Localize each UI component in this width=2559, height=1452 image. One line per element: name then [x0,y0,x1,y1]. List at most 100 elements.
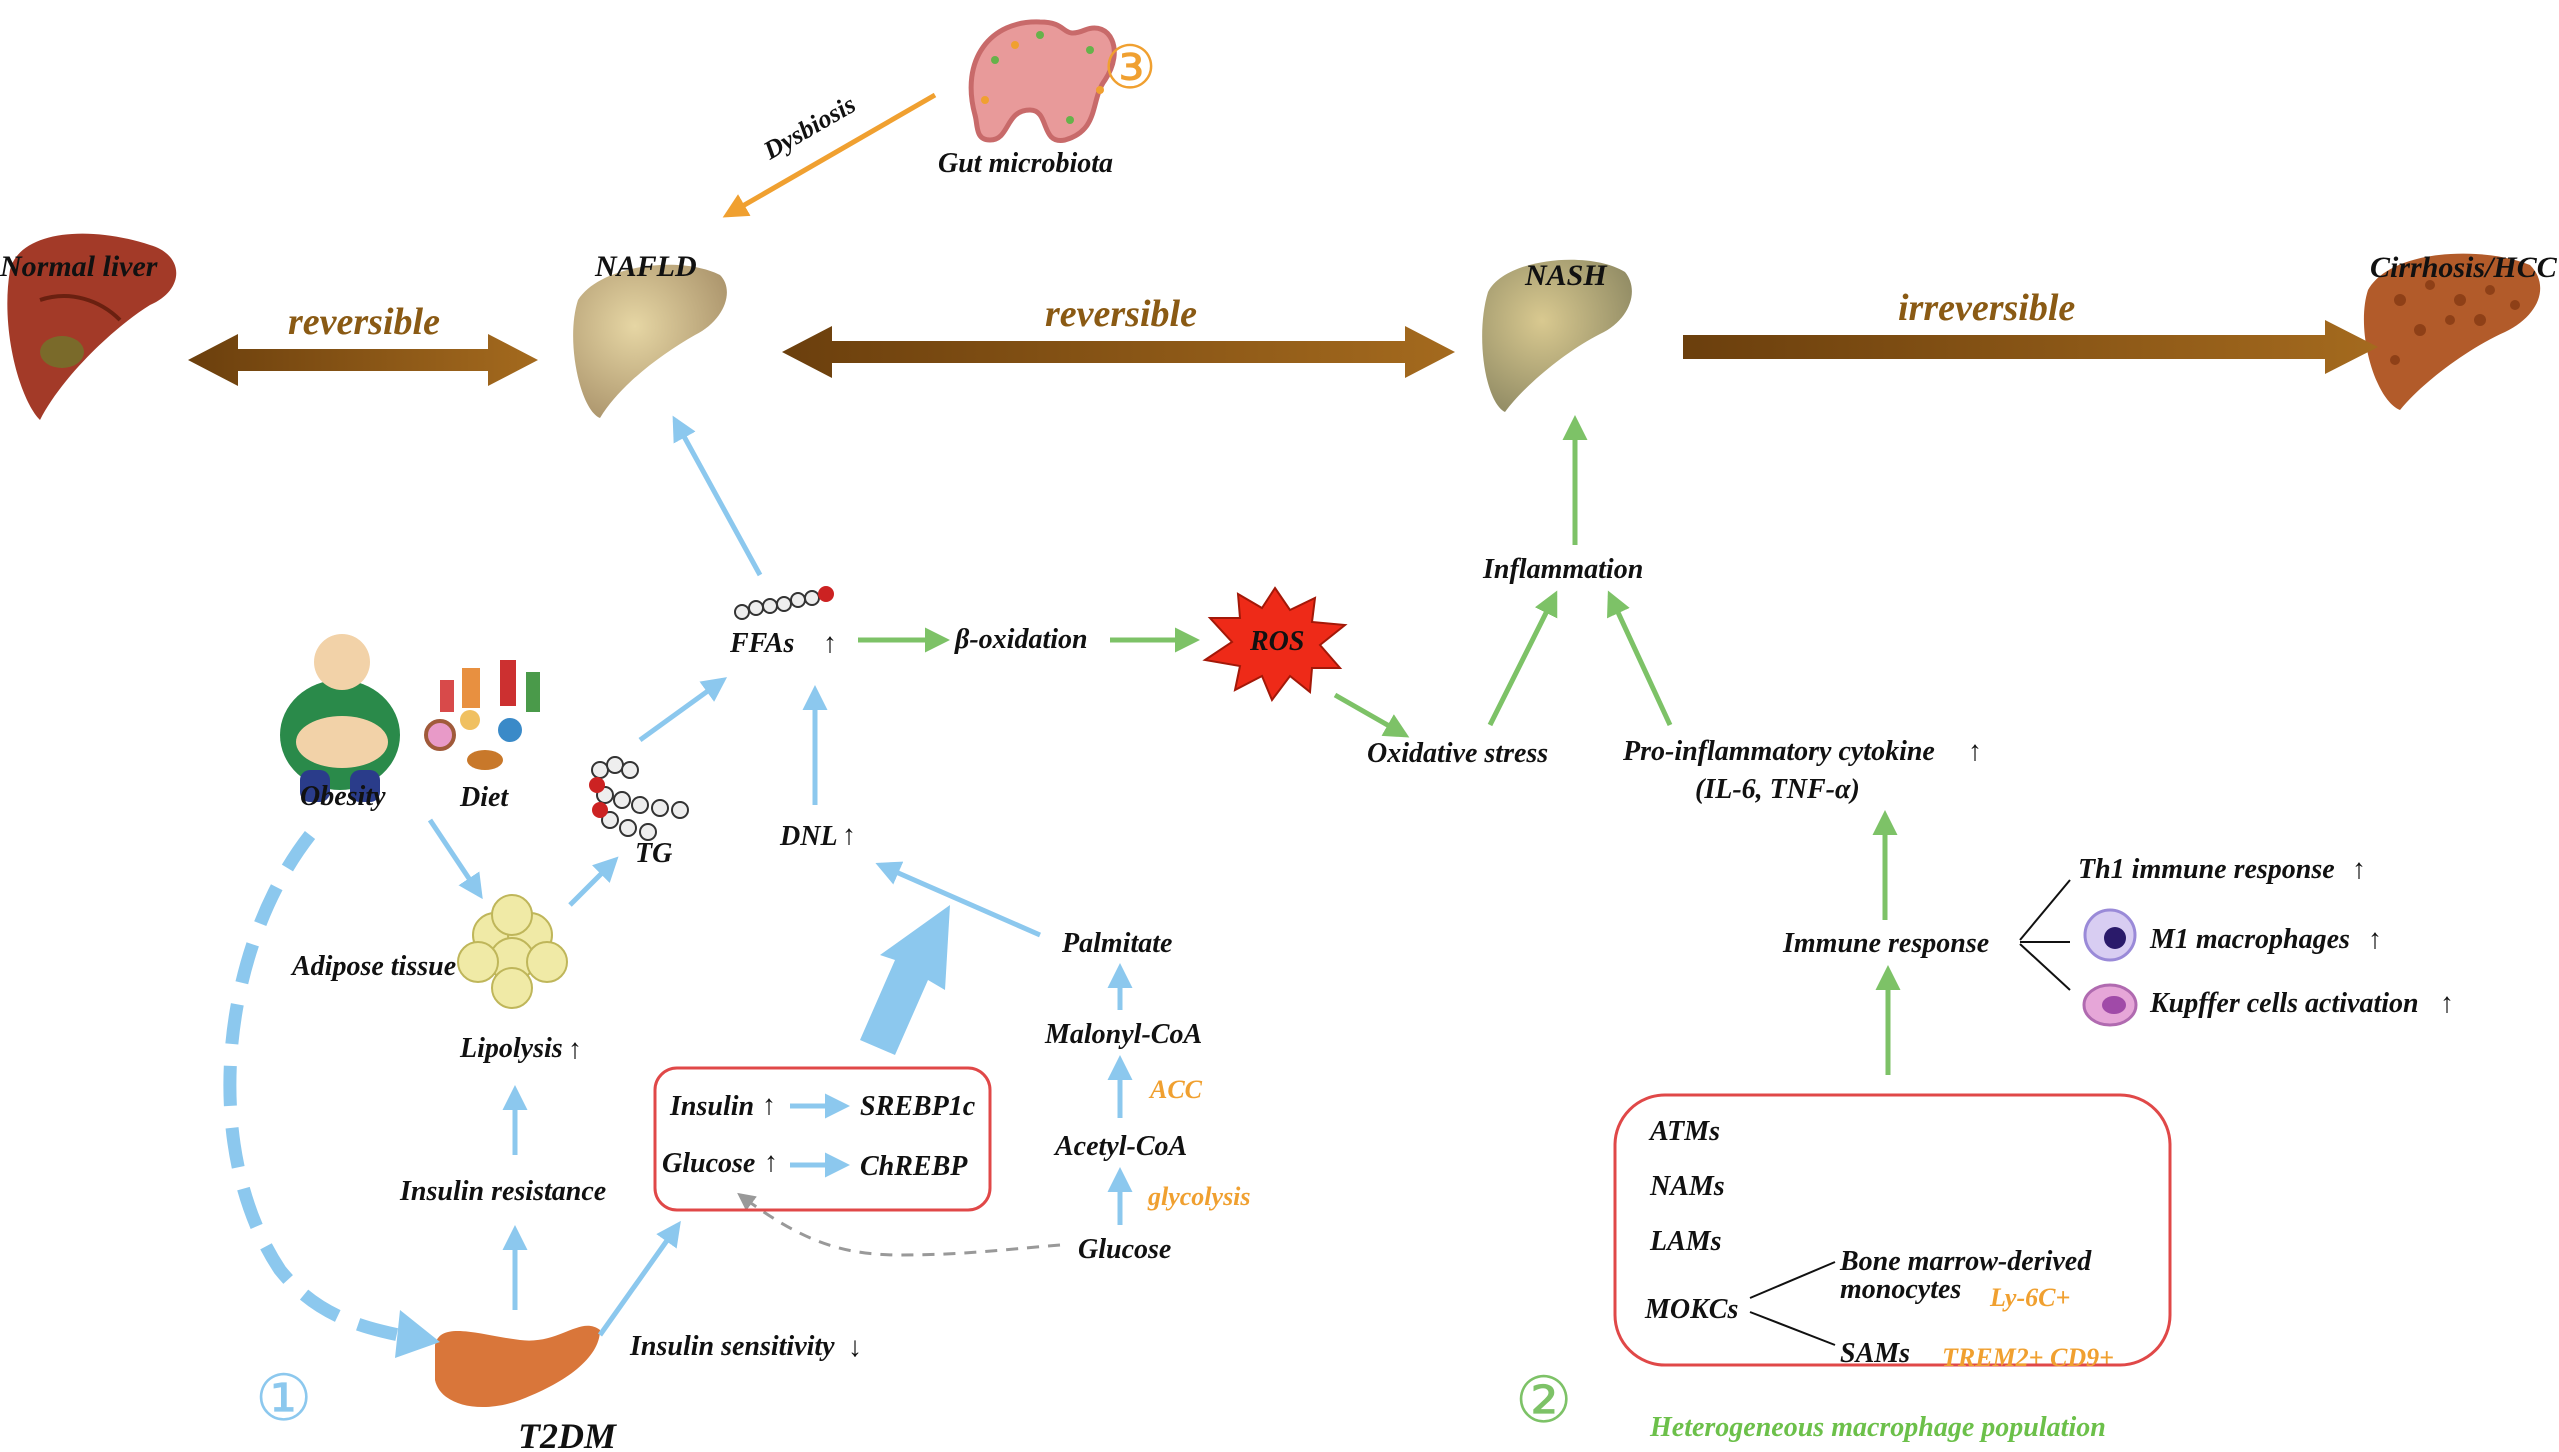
insulin-sensitivity-label: Insulin sensitivity [629,1331,835,1362]
reversible-label-2: reversible [1045,293,1197,335]
m1-up-arrow: ↑ [2368,924,2382,955]
chrebp-label: ChREBP [860,1151,968,1182]
kupffer-up-arrow: ↑ [2440,988,2454,1019]
adipose-tissue-label: Adipose tissue [290,951,456,982]
insulin-up-arrow: ↑ [762,1090,776,1121]
arrow-t2dm-box [597,1220,681,1337]
glucose-label: Glucose [1078,1234,1171,1265]
trem2-label: TREM2+ CD9+ [1942,1343,2114,1372]
nafld-label: NAFLD [594,250,697,283]
pathway-3-number: ③ [1103,35,1157,101]
inflammation-label: Inflammation [1482,554,1643,585]
irreversible-label: irreversible [1898,287,2075,329]
cirrhosis-label: Cirrhosis/HCC [2370,251,2558,284]
nash-label: NASH [1524,259,1608,292]
tg-label: TG [635,838,672,869]
branch-bone [1749,1261,1836,1299]
dysbiosis-label: Dysbiosis [758,90,861,166]
glucose-box-label: Glucose [662,1148,755,1179]
m1-label: M1 macrophages [2149,924,2350,955]
reversible-arrow-1 [188,334,538,386]
nams-label: NAMs [1649,1171,1725,1202]
dashed-arrow-obesity-t2dm [223,830,427,1347]
diet-foods [424,660,540,770]
srebp-label: SREBP1c [860,1091,976,1122]
palmitate-label: Palmitate [1061,928,1172,959]
arrow-tg-ffas [638,677,728,743]
tg-molecule [589,756,689,841]
arrow-palmitate-dnl [875,861,1042,938]
diet-label: Diet [459,782,509,813]
pancreas-image [435,1325,600,1408]
ly6c-label: Ly-6C+ [1989,1283,2070,1312]
cytokine-up-arrow: ↑ [1968,736,1982,767]
th1-label: Th1 immune response [2078,854,2335,885]
dashed-arrow-glucose-box [737,1192,1061,1257]
arrow-diet-adipose [427,818,483,900]
dnl-up-arrow: ↑ [842,820,856,851]
adipose-tissue-image [457,894,568,1009]
glucose-up-arrow: ↑ [764,1147,778,1178]
atms-label: ATMs [1648,1116,1720,1147]
pathway-2-number: ② [1515,1365,1572,1436]
monocytes-label: monocytes [1840,1274,1961,1305]
macrophage-population-box [1613,1093,2172,1367]
heterogeneous-label: Heterogeneous macrophage population [1649,1412,2106,1443]
branch-kupffer [2019,943,2071,991]
obesity-label: Obesity [300,781,386,812]
t2dm-label: T2DM [518,1416,618,1452]
kupffer-label: Kupffer cells activation [2149,988,2419,1019]
ros-label: ROS [1249,626,1304,657]
insulin-label: Insulin [669,1091,754,1122]
insulin-sensitivity-down-arrow: ↓ [848,1332,862,1363]
branch-sams [1749,1311,1836,1346]
insulin-glucose-box [653,1066,992,1212]
reversible-arrow-2 [782,326,1455,378]
gut-microbiota-label: Gut microbiota [938,148,1113,179]
beta-oxidation-label: β-oxidation [954,624,1088,655]
ffa-molecule [734,586,834,620]
arrow-ros-oxidative [1333,692,1410,738]
sams-label: SAMs [1840,1338,1910,1369]
insulin-resistance-label: Insulin resistance [399,1176,606,1207]
lipolysis-label: Lipolysis [459,1033,563,1064]
dnl-label: DNL [779,821,838,852]
pathway-1-number: ① [255,1363,312,1434]
cirrhosis-liver-image [2363,253,2541,410]
lipolysis-up-arrow: ↑ [568,1034,582,1065]
oxidative-stress-label: Oxidative stress [1367,738,1548,769]
ffas-up-arrow: ↑ [823,628,837,659]
dashed-arrow-head [395,1310,440,1358]
nash-liver-image [1482,259,1632,412]
arrow-cytokine-inflammation [1607,590,1673,727]
obesity-figure [280,634,400,802]
acetyl-label: Acetyl-CoA [1053,1131,1187,1162]
immune-response-label: Immune response [1782,928,1989,959]
arrow-oxidative-inflammation [1487,590,1558,727]
acc-label: ACC [1148,1075,1203,1104]
reversible-label-1: reversible [288,301,440,343]
kupffer-cell-image [2082,983,2138,1027]
glycolysis-label: glycolysis [1147,1182,1251,1211]
nafld-liver-image [573,264,727,418]
dysbiosis-arrow [722,92,937,218]
normal-liver-label: Normal liver [0,250,158,283]
bone-marrow-label: Bone marrow-derived [1839,1246,2092,1277]
ffas-label: FFAs [729,628,794,659]
th1-up-arrow: ↑ [2352,854,2366,885]
normal-liver-image [7,233,177,420]
malonyl-label: Malonyl-CoA [1044,1019,1202,1050]
irreversible-arrow [1683,320,2378,374]
cytokine-sub-label: (IL-6, TNF-α) [1695,774,1860,805]
lams-label: LAMs [1649,1226,1722,1257]
branch-th1 [2019,879,2071,941]
arrow-ffas-nafld [672,415,763,577]
arrow-adipose-tg [568,856,619,907]
cytokine-label: Pro-inflammatory cytokine [1622,736,1935,767]
thick-arrow-box-dnl [860,905,950,1055]
ros-burst [1202,586,1348,702]
gut-image [968,19,1117,143]
m1-macrophage-image [2083,908,2137,962]
mokcs-label: MOKCs [1644,1294,1738,1325]
